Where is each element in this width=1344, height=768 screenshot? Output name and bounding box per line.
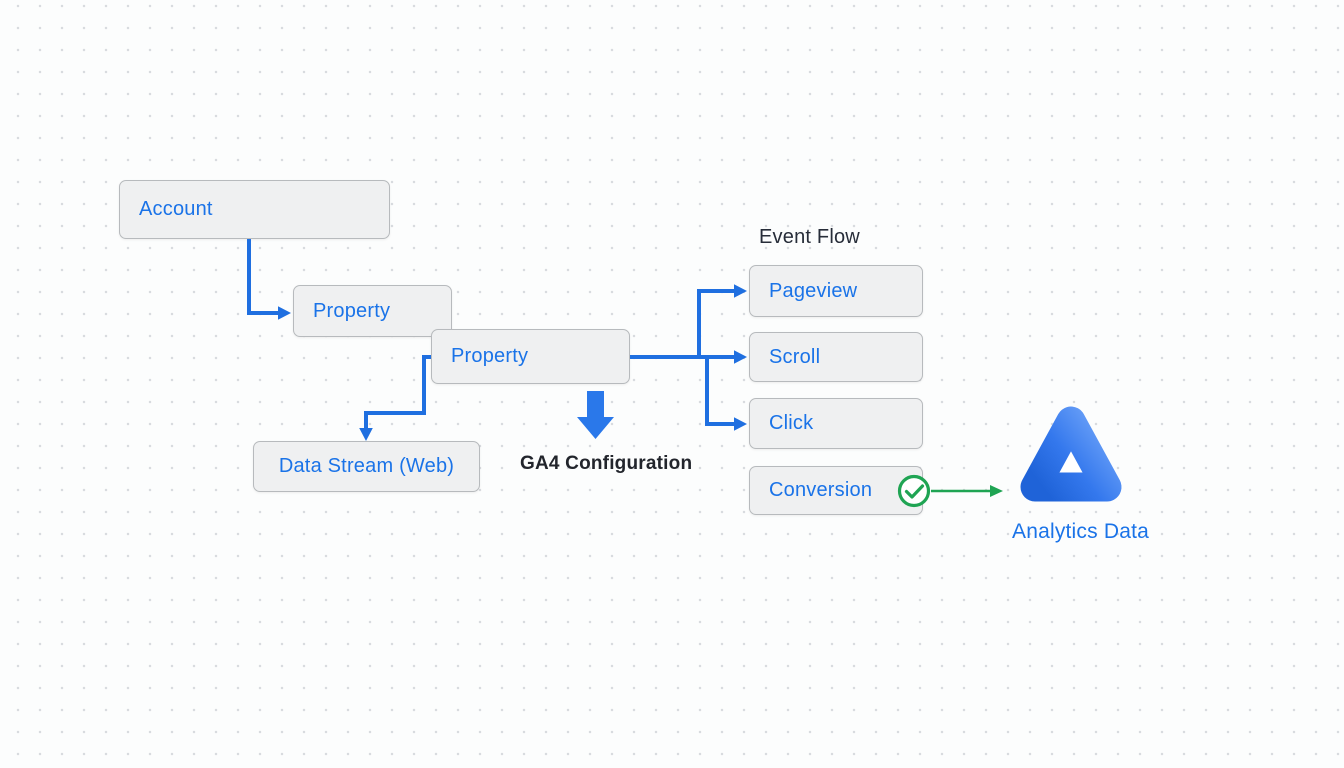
node-click-label: Click bbox=[769, 412, 814, 434]
arrow-conversion-to-analytics bbox=[931, 485, 1003, 497]
node-conversion-label: Conversion bbox=[769, 479, 873, 501]
node-account: Account bbox=[119, 180, 390, 239]
node-data-stream-web-label: Data Stream (Web) bbox=[278, 455, 455, 477]
node-pageview-label: Pageview bbox=[769, 279, 858, 302]
node-property-2-label: Property bbox=[451, 345, 529, 367]
arrow-property-to-events bbox=[630, 284, 747, 431]
node-data-stream-web: Data Stream (Web) bbox=[253, 441, 480, 492]
ga4-configuration-arrow-icon bbox=[577, 391, 614, 439]
node-property-1: Property bbox=[293, 285, 452, 337]
node-conversion: Conversion bbox=[749, 466, 923, 515]
node-property-2: Property bbox=[431, 329, 630, 384]
analytics-logo-icon bbox=[1020, 406, 1122, 502]
node-scroll-label: Scroll bbox=[769, 345, 821, 368]
ga4-configuration-label: GA4 Configuration bbox=[520, 453, 693, 474]
node-scroll: Scroll bbox=[749, 332, 923, 382]
event-flow-title: Event Flow bbox=[759, 226, 860, 248]
node-click: Click bbox=[749, 398, 923, 449]
arrow-property-to-datastream bbox=[359, 355, 431, 441]
arrow-account-to-property bbox=[247, 239, 291, 320]
node-property-1-label: Property bbox=[313, 299, 391, 322]
node-account-label: Account bbox=[139, 198, 213, 220]
node-pageview: Pageview bbox=[749, 265, 923, 317]
analytics-data-label: Analytics Data bbox=[1011, 520, 1150, 543]
